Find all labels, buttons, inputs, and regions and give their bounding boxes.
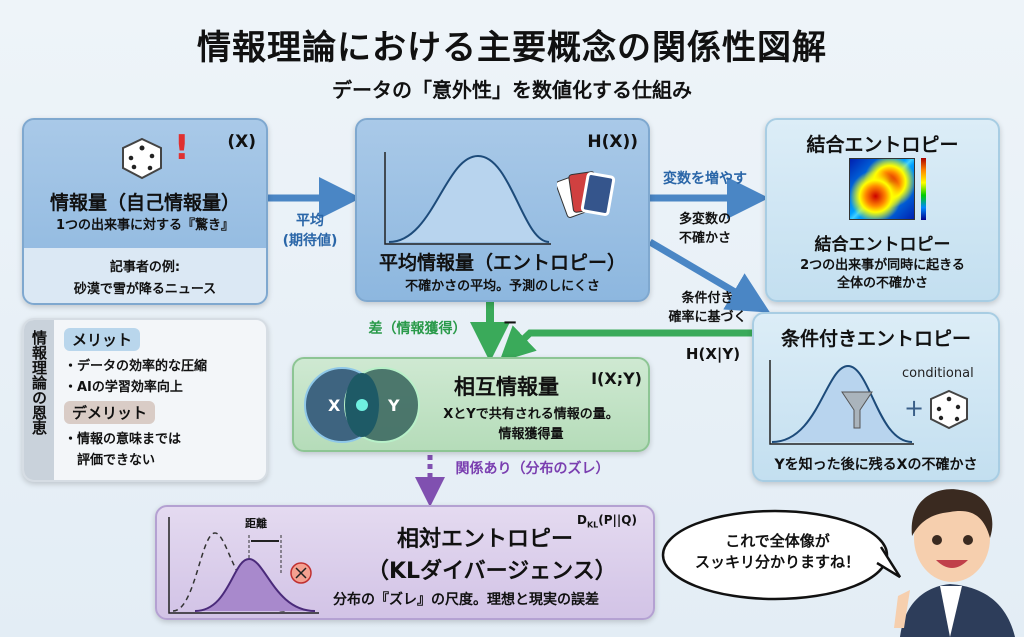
avg-line2: (期待値) (282, 233, 338, 249)
arrow-joint-sublabel: 多変数の不確かさ (660, 208, 750, 246)
bell-curve-chart (384, 152, 551, 245)
self-info-title: 情報量（自己情報量） (49, 192, 240, 214)
hxy-label: H(X|Y) (685, 345, 741, 363)
merits-box: 情報理論の恩恵 メリット ・データの効率的な圧縮 ・AIの学習効率向上 デメリッ… (22, 318, 268, 482)
cond-line1: 条件付き (681, 291, 734, 306)
joint-sub1: 多変数の (678, 212, 731, 227)
joint-header: 結合エントロピー (806, 134, 959, 156)
exclamation-icon: ! (174, 128, 190, 168)
self-info-desc: 1つの出来事に対する『驚き』 (55, 218, 235, 233)
kl-subtitle: （KLダイバージェンス） (367, 559, 617, 584)
diff-label: 差（情報獲得） (368, 321, 467, 337)
minus-label: − (502, 312, 518, 333)
entropy-box: H(X)) 平均情報量（エントロピー） 不確かさの平均。予測のしにくさ (355, 118, 650, 302)
arrow-kl-label: 関係あり（分布のズレ） (455, 461, 610, 477)
joint-entropy-box: 結合エントロピー 結合エントロピー 2つの出来事が同時に起きる 全体の不確かさ (765, 118, 1000, 302)
joint-sub2: 不確かさ (678, 231, 731, 246)
mutual-title: 相互情報量 (454, 375, 559, 399)
avg-line1: 平均 (296, 213, 324, 229)
conditional-entropy-box: 条件付きエントロピー conditional + Yを知った後に残るXの不確かさ (752, 312, 1000, 482)
merit-item: ・データの効率的な圧縮 (64, 359, 208, 374)
kl-divergence-box: 距離 相対エントロピー DKL(P||Q) （KLダイバージェンス） 分布の『ズ… (155, 505, 655, 620)
heatmap-colorbar (921, 158, 926, 220)
distance-label: 距離 (245, 517, 267, 530)
example-section: 記事者の例: 砂漠で雪が降るニュース (24, 248, 266, 303)
demerit-item: ・情報の意味までは (64, 432, 182, 447)
dice-icon (122, 137, 162, 180)
entropy-title: 平均情報量（エントロピー） (378, 252, 626, 274)
arrow-average-label: 平均 (期待値) (280, 210, 340, 250)
joint-heatmap (849, 158, 915, 220)
speech-line1: これで全体像が (725, 532, 830, 550)
playing-cards-icon (557, 171, 616, 218)
arrow-hxy (499, 325, 752, 363)
conditional-curve-chart (769, 360, 914, 445)
kl-symbol-d: D (577, 513, 587, 527)
symbol-hx: H(X)) (587, 132, 638, 152)
venn-y-label: Y (387, 396, 400, 415)
arrow-conditional-label: 条件付き確率に基づく (655, 287, 760, 325)
joint-desc1: 2つの出来事が同時に起きる (800, 258, 965, 273)
mutual-desc2: 情報獲得量 (498, 427, 564, 442)
kl-symbol-tail: (P||Q) (598, 513, 637, 527)
symbol-ixy: I(X;Y) (591, 369, 642, 388)
entropy-desc: 不確かさの平均。予測のしにくさ (405, 279, 600, 294)
demerit-item: 評価できない (64, 453, 156, 468)
arrow-conditional (648, 238, 771, 313)
funnel-icon (841, 391, 873, 429)
kl-desc: 分布の『ズレ』の尺度。理想と現実の誤差 (333, 592, 599, 608)
self-information-box: ! (X) 情報量（自己情報量） 1つの出来事に対する『驚き』 記事者の例: 砂… (22, 118, 268, 305)
dice-icon (930, 389, 968, 430)
kl-distributions-chart (168, 517, 319, 614)
cond-line2: 確率に基づく (668, 310, 747, 325)
symbol-x: (X) (227, 132, 256, 152)
speech-bubble (661, 509, 902, 601)
mutual-desc1: XとYで共有される情報の量。 (443, 407, 619, 422)
kl-title: 相対エントロピー (397, 527, 574, 552)
example-label: 記事者の例: (109, 260, 181, 275)
kl-symbol: DKL(P||Q) (577, 513, 637, 529)
joint-title: 結合エントロピー (814, 235, 951, 255)
plus-sign: + (904, 394, 925, 422)
example-text: 砂漠で雪が降るニュース (73, 282, 217, 297)
venn-x-label: X (328, 396, 341, 415)
speech-line2: スッキリ分かりますね！ (694, 553, 860, 571)
page-title: 情報理論における主要概念の関係性図解 (197, 28, 827, 68)
speech-text: これで全体像がスッキリ分かりますね！ (670, 530, 885, 572)
conditional-title: 条件付きエントロピー (780, 328, 971, 350)
arrow-joint-label: 変数を増やす (663, 171, 747, 187)
presenter-character (894, 489, 1015, 637)
conditional-annotation: conditional (902, 366, 974, 381)
joint-desc2: 全体の不確かさ (836, 276, 928, 291)
page-subtitle: データの「意外性」を数値化する仕組み (332, 78, 692, 102)
merit-tag: メリット (64, 328, 141, 351)
kl-symbol-sub: KL (586, 520, 599, 530)
merit-item: ・AIの学習効率向上 (64, 380, 183, 395)
conditional-desc: Yを知った後に残るXの不確かさ (774, 457, 978, 473)
demerit-tag: デメリット (64, 401, 156, 424)
merits-side-label: 情報理論の恩恵 (24, 320, 54, 480)
